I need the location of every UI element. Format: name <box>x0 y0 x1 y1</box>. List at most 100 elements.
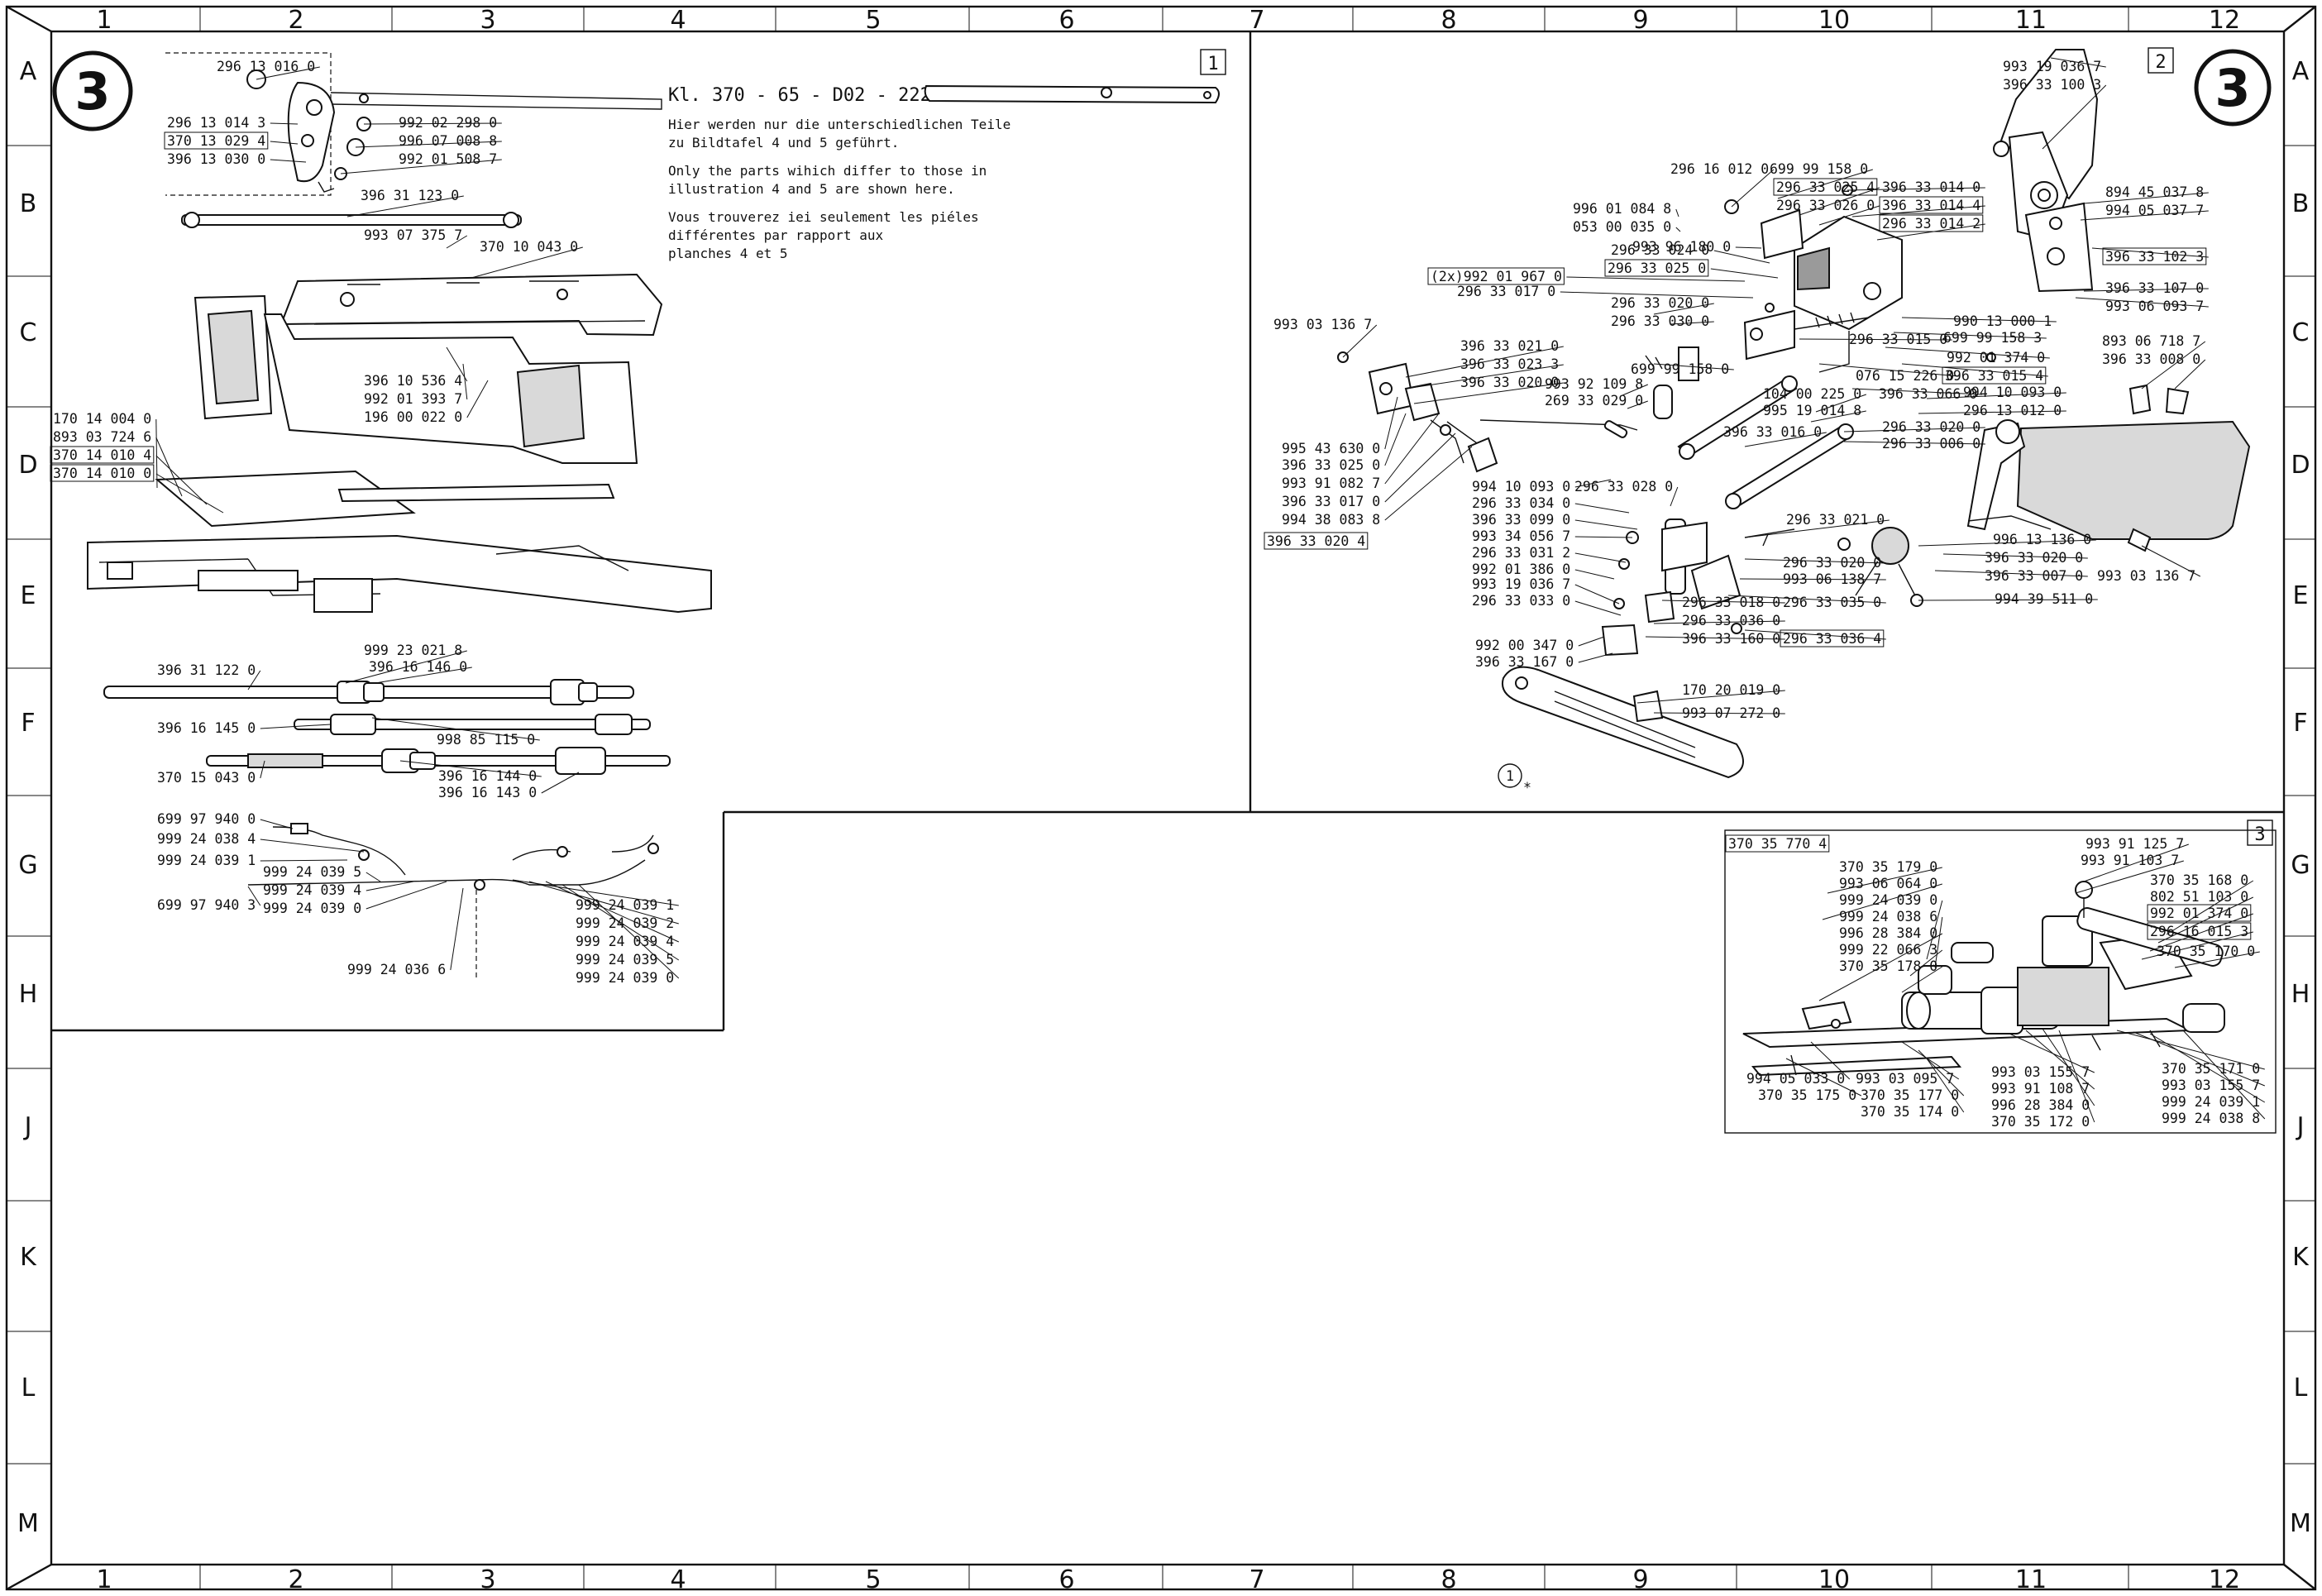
panel3-part-number: 370 35 171 0 <box>2162 1061 2260 1077</box>
panel1-part-number: 370 10 043 0 <box>480 239 578 255</box>
panel2-part-number: 396 33 107 0 <box>2105 280 2204 296</box>
panel3-part-number: 370 35 179 0 <box>1839 859 1937 875</box>
row-label-left-j: J <box>23 1112 32 1141</box>
panel2-part-label: 396 33 167 0 <box>1475 652 1613 670</box>
panel1-part-number: 296 13 016 0 <box>217 59 315 74</box>
row-label-left-m: M <box>17 1509 39 1538</box>
row-label-right-h: H <box>2291 980 2310 1009</box>
panel3-part-number: 999 22 066 3 <box>1839 942 1937 958</box>
row-label-right-e: E <box>2293 581 2309 610</box>
column-label-top-12: 12 <box>2209 6 2240 35</box>
panel2-part-number: 396 33 016 0 <box>1723 424 1822 440</box>
panel1-part-label: 999 24 039 1 <box>157 853 348 868</box>
panel1-part-label: 396 10 536 4 <box>364 346 468 389</box>
panel3-part-label: 996 28 384 0 <box>1818 925 1943 1001</box>
panel1-part-label: 396 31 123 0 <box>346 188 464 217</box>
column-label-top-2: 2 <box>288 6 303 35</box>
panel2-part-number: 993 03 136 7 <box>1273 317 1372 332</box>
panel2-part-label: 296 33 024 0 <box>1611 242 1770 264</box>
panel2-part-label: 296 33 014 2 <box>1876 214 1985 241</box>
panel2-part-label: 396 33 066 0 <box>1851 386 1982 402</box>
column-label-bottom-4: 4 <box>670 1565 686 1594</box>
panel3-part-number: 999 24 038 8 <box>2162 1111 2260 1126</box>
panel2-part-label: 396 33 016 0 <box>1723 424 1827 447</box>
knee-lever <box>165 52 371 196</box>
panel2-part-label: 396 33 021 0 <box>1405 338 1564 378</box>
scrap-tray <box>1855 419 2251 607</box>
svg-text:3: 3 <box>74 61 110 122</box>
panel3-part-number: 993 91 108 7 <box>1991 1081 2090 1097</box>
panel1-part-label: 296 13 014 3 <box>167 115 299 131</box>
panel1-part-number: 999 24 039 2 <box>576 915 674 931</box>
column-label-top-7: 7 <box>1249 6 1264 35</box>
svg-text:planches 4 et 5: planches 4 et 5 <box>668 246 788 261</box>
panel2-part-number: 296 33 024 0 <box>1611 242 1709 258</box>
panel1-part-label: 996 07 008 8 <box>355 133 502 149</box>
panel1-part-number: 396 16 144 0 <box>438 768 537 784</box>
row-label-right-c: C <box>2292 318 2310 347</box>
panel2-part-number: 396 33 023 3 <box>1460 356 1559 372</box>
panel2-part-number: 296 33 036 4 <box>1783 631 1881 647</box>
row-label-right-d: D <box>2291 451 2310 480</box>
panel2-part-label: 296 33 033 0 <box>1472 593 1622 616</box>
panel2-part-number: 396 33 020 0 <box>1460 375 1559 390</box>
feed-lever <box>1645 303 1870 419</box>
panel-number-2: 2 <box>2148 47 2174 74</box>
panel3-part-number: 993 91 125 7 <box>2086 836 2184 852</box>
panel2-part-label: 995 19 014 8 <box>1763 403 1866 423</box>
svg-text:3: 3 <box>2254 824 2265 845</box>
panel2-part-number: 296 33 026 0 <box>1776 198 1875 213</box>
panel2-part-label: 396 33 008 0 <box>2102 351 2206 389</box>
panel3-part-label: 993 06 064 0 <box>1822 876 1942 920</box>
panel2-part-label: 396 33 020 4 <box>1264 532 1369 550</box>
panel2-part-label: 296 33 028 0 <box>1574 479 1679 507</box>
panel-1-label-group: 296 13 016 0 296 13 014 3 370 13 029 4 396 … <box>50 59 680 986</box>
panel1-part-number: 992 01 393 7 <box>364 391 462 407</box>
panel2-part-number: 296 33 036 0 <box>1682 613 1780 628</box>
center-block <box>1601 518 1851 657</box>
panel3-part-number: 996 28 384 0 <box>1991 1097 2090 1113</box>
panel2-part-label: 396 33 015 4 <box>1901 363 2048 385</box>
panel1-part-number: 999 24 039 5 <box>576 952 674 968</box>
panel2-part-label: 296 33 026 0 <box>1776 198 1880 226</box>
panel3-part-number: 370 35 172 0 <box>1991 1114 2090 1130</box>
rod-upper <box>181 212 522 228</box>
column-label-top-8: 8 <box>1440 6 1456 35</box>
panel2-part-label: 396 33 007 0 <box>1934 568 2088 584</box>
panel1-part-number: 999 24 039 0 <box>576 970 674 986</box>
panel2-part-number: 994 05 037 7 <box>2105 203 2204 218</box>
panel1-part-number: 196 00 022 0 <box>364 409 462 425</box>
panel2-part-label: 994 38 083 8 <box>1282 446 1473 528</box>
panel1-part-number: 999 24 039 4 <box>263 882 361 898</box>
panel2-part-number: 993 19 036 7 <box>1472 576 1570 592</box>
panel1-part-label: 396 31 122 0 <box>157 662 261 690</box>
column-label-top-11: 11 <box>2015 6 2047 35</box>
panel2-part-number: 296 33 020 0 <box>1882 419 1980 435</box>
panel2-part-number: 995 19 014 8 <box>1763 403 1861 418</box>
panel2-part-number: 296 33 021 0 <box>1786 512 1885 528</box>
svg-text:1: 1 <box>1506 768 1514 784</box>
panel1-part-number: 370 13 029 4 <box>167 133 265 149</box>
panel3-part-label: 999 24 038 8 <box>2162 1030 2266 1126</box>
panel1-part-label: 998 85 115 0 <box>371 717 540 748</box>
panel2-part-number: 396 33 014 0 <box>1882 179 1980 195</box>
panel3-part-number: 992 01 374 0 <box>2150 906 2248 921</box>
panel2-part-number: 894 45 037 8 <box>2105 184 2204 200</box>
panel2-part-number: 992 01 386 0 <box>1472 561 1570 577</box>
panel2-part-label: 296 33 018 0 <box>1661 595 1785 610</box>
row-label-right-g: G <box>2291 851 2310 880</box>
panel2-part-number: 994 10 093 0 <box>1472 479 1570 495</box>
panel1-part-label: 999 24 039 0 <box>263 881 447 916</box>
panel2-part-number: 993 06 138 7 <box>1783 571 1881 587</box>
panel1-part-label: 699 97 940 0 <box>157 811 294 829</box>
panel3-part-label: 370 35 172 0 <box>1991 1030 2095 1130</box>
panel2-part-label: 993 34 056 7 <box>1472 528 1633 544</box>
panel2-part-number: 396 33 020 0 <box>1985 550 2083 566</box>
panel2-part-label: 993 06 093 7 <box>2075 297 2209 314</box>
panel2-part-number: 396 33 021 0 <box>1460 338 1559 354</box>
panel2-part-number: 995 43 630 0 <box>1282 441 1380 456</box>
machine-arm <box>194 273 663 464</box>
